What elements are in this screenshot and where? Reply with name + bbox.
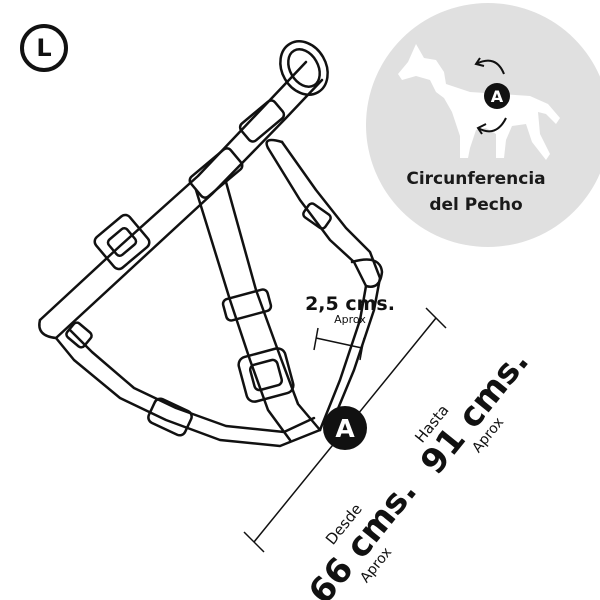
marker-a-large bbox=[323, 406, 367, 450]
size-badge: L bbox=[20, 24, 68, 72]
marker-a-large-letter: A bbox=[335, 414, 355, 443]
chest-caption-line2: del Pecho bbox=[429, 195, 523, 215]
rotate-arrows-icon bbox=[474, 57, 507, 135]
marker-a-small bbox=[484, 83, 510, 109]
chest-circumference-caption: Circunferencia del Pecho bbox=[388, 166, 564, 218]
marker-a-small-letter: A bbox=[491, 87, 504, 106]
dog-silhouette-icon bbox=[398, 44, 560, 160]
strap-width-value: 2,5 cms. bbox=[305, 293, 395, 315]
strap-width-note: Aprox bbox=[334, 313, 366, 326]
size-label: L bbox=[36, 34, 52, 62]
chest-caption-line1: Circunferencia bbox=[406, 169, 546, 189]
strap-width-indicator bbox=[313, 327, 365, 361]
strap-width-label: 2,5 cms. Aprox bbox=[300, 294, 400, 326]
